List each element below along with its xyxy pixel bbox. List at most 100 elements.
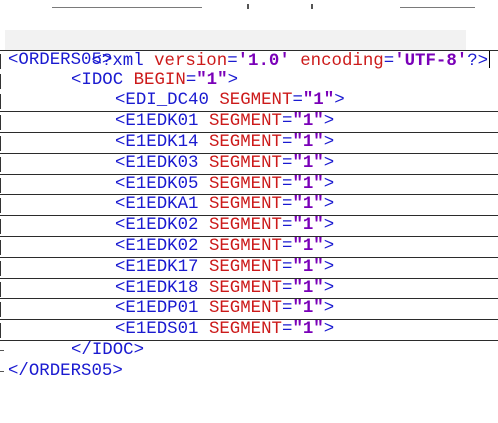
element-open: <E1EDK02 bbox=[115, 236, 209, 256]
code-line-text: <E1EDK02 SEGMENT="1"> bbox=[115, 237, 334, 258]
code-line[interactable]: <ORDERS05> bbox=[0, 49, 498, 71]
attribute-value: "1" bbox=[292, 236, 324, 256]
attribute-value: "1" bbox=[292, 278, 324, 298]
attribute-equals: = bbox=[292, 91, 303, 111]
attribute-equals: = bbox=[282, 195, 293, 215]
attribute-equals: = bbox=[185, 70, 197, 90]
attribute-value: "1" bbox=[292, 112, 324, 132]
element-open: <E1EDK05 bbox=[115, 174, 209, 194]
fold-marker bbox=[0, 115, 6, 131]
fold-marker bbox=[0, 198, 6, 214]
xml-decl-version-attr: version bbox=[154, 51, 228, 71]
element-close: > bbox=[323, 299, 335, 319]
code-line-text: <E1EDK02 SEGMENT="1"> bbox=[115, 216, 334, 237]
element-close: > bbox=[323, 257, 335, 277]
attribute-name: SEGMENT bbox=[208, 278, 282, 298]
element-close: > bbox=[323, 174, 335, 194]
code-line-text: <E1EDK05 SEGMENT="1"> bbox=[115, 175, 334, 196]
element-close: > bbox=[323, 112, 335, 132]
xml-decl-equals: = bbox=[383, 51, 395, 71]
attribute-name: SEGMENT bbox=[208, 236, 282, 256]
code-line[interactable]: <EDI_DC40 SEGMENT="1"> bbox=[0, 91, 498, 113]
code-line[interactable]: <E1EDK02 SEGMENT="1"> bbox=[0, 216, 498, 237]
code-line-text: <E1EDK17 SEGMENT="1"> bbox=[115, 258, 334, 279]
code-line[interactable]: <E1EDK18 SEGMENT="1"> bbox=[0, 279, 498, 300]
fold-marker bbox=[0, 156, 6, 172]
attribute-value: "1" bbox=[292, 195, 324, 215]
fold-marker bbox=[0, 135, 6, 151]
element-open: <E1EDP01 bbox=[115, 299, 209, 319]
attribute-equals: = bbox=[282, 257, 293, 277]
top-ruler-left bbox=[52, 7, 202, 8]
attribute-value: "1" bbox=[292, 320, 324, 340]
top-ruler-tick bbox=[247, 4, 249, 9]
fold-marker bbox=[0, 94, 6, 110]
element-close: > bbox=[323, 132, 335, 152]
attribute-name: SEGMENT bbox=[219, 91, 293, 111]
xml-decl-close: ?> bbox=[467, 51, 489, 71]
code-line-text: <E1EDS01 SEGMENT="1"> bbox=[115, 320, 334, 341]
code-line[interactable]: <E1EDP01 SEGMENT="1"> bbox=[0, 299, 498, 321]
attribute-name: SEGMENT bbox=[208, 320, 282, 340]
element-open: <E1EDK14 bbox=[115, 132, 209, 152]
code-line-text: <E1EDKA1 SEGMENT="1"> bbox=[115, 195, 334, 216]
xml-decl-encoding-value: 'UTF-8' bbox=[394, 51, 468, 71]
fold-marker bbox=[0, 323, 6, 339]
attribute-equals: = bbox=[282, 216, 293, 236]
code-line[interactable]: </IDOC> bbox=[0, 341, 498, 362]
fold-line-marker bbox=[0, 349, 4, 351]
code-area[interactable]: <?xml version='1.0' encoding='UTF-8'?> <… bbox=[0, 29, 498, 383]
attribute-name: SEGMENT bbox=[208, 195, 282, 215]
attribute-name: SEGMENT bbox=[208, 257, 282, 277]
fold-marker bbox=[0, 302, 6, 318]
attribute-equals: = bbox=[282, 174, 293, 194]
element-open: <E1EDK18 bbox=[115, 278, 209, 298]
attribute-equals: = bbox=[282, 132, 293, 152]
attribute-value: "1" bbox=[196, 70, 228, 90]
code-line[interactable]: <E1EDK03 SEGMENT="1"> bbox=[0, 154, 498, 175]
fold-marker bbox=[0, 53, 6, 69]
element-open: <EDI_DC40 bbox=[115, 91, 220, 111]
code-line[interactable]: <E1EDK02 SEGMENT="1"> bbox=[0, 237, 498, 258]
code-line-text: <E1EDK01 SEGMENT="1"> bbox=[115, 112, 334, 133]
code-line[interactable]: <E1EDK17 SEGMENT="1"> bbox=[0, 258, 498, 279]
attribute-value: "1" bbox=[292, 257, 324, 277]
code-line-text: <EDI_DC40 SEGMENT="1"> bbox=[115, 91, 345, 112]
element-open: <E1EDK17 bbox=[115, 257, 209, 277]
attribute-equals: = bbox=[282, 112, 293, 132]
fold-line-marker bbox=[0, 370, 4, 372]
attribute-equals: = bbox=[282, 153, 293, 173]
attribute-value: "1" bbox=[292, 153, 324, 173]
code-line[interactable]: <E1EDS01 SEGMENT="1"> bbox=[0, 320, 498, 341]
element-close: > bbox=[323, 278, 335, 298]
code-line[interactable]: <E1EDKA1 SEGMENT="1"> bbox=[0, 195, 498, 217]
code-line[interactable]: <IDOC BEGIN="1"> bbox=[0, 71, 498, 92]
current-line-highlight bbox=[5, 30, 466, 51]
fold-marker bbox=[0, 73, 6, 89]
fold-marker bbox=[0, 281, 6, 297]
code-line[interactable]: <E1EDK14 SEGMENT="1"> bbox=[0, 133, 498, 154]
element-open: <E1EDKA1 bbox=[115, 195, 209, 215]
element-close: > bbox=[334, 91, 345, 111]
fold-marker bbox=[0, 177, 6, 193]
element-tag: </ORDERS05> bbox=[8, 361, 123, 381]
fold-marker bbox=[0, 239, 6, 255]
code-line[interactable]: <E1EDK01 SEGMENT="1"> bbox=[0, 112, 498, 133]
fold-marker bbox=[0, 219, 6, 235]
code-line[interactable]: </ORDERS05> bbox=[0, 362, 498, 383]
code-line-text: <E1EDP01 SEGMENT="1"> bbox=[115, 299, 334, 320]
code-line-xml-declaration[interactable]: <?xml version='1.0' encoding='UTF-8'?> bbox=[0, 29, 498, 71]
code-line[interactable]: <E1EDK05 SEGMENT="1"> bbox=[0, 175, 498, 196]
xml-decl-open: <?xml bbox=[91, 51, 155, 71]
element-open: <E1EDK03 bbox=[115, 153, 209, 173]
element-close: > bbox=[227, 70, 238, 90]
attribute-name: SEGMENT bbox=[208, 174, 282, 194]
xml-decl-encoding-attr: encoding bbox=[300, 51, 384, 71]
element-close: > bbox=[323, 153, 335, 173]
element-open: <E1EDK02 bbox=[115, 216, 209, 236]
element-close: > bbox=[323, 216, 335, 236]
attribute-name: SEGMENT bbox=[208, 299, 282, 319]
attribute-name: BEGIN bbox=[133, 70, 186, 90]
top-ruler-right bbox=[400, 7, 475, 8]
